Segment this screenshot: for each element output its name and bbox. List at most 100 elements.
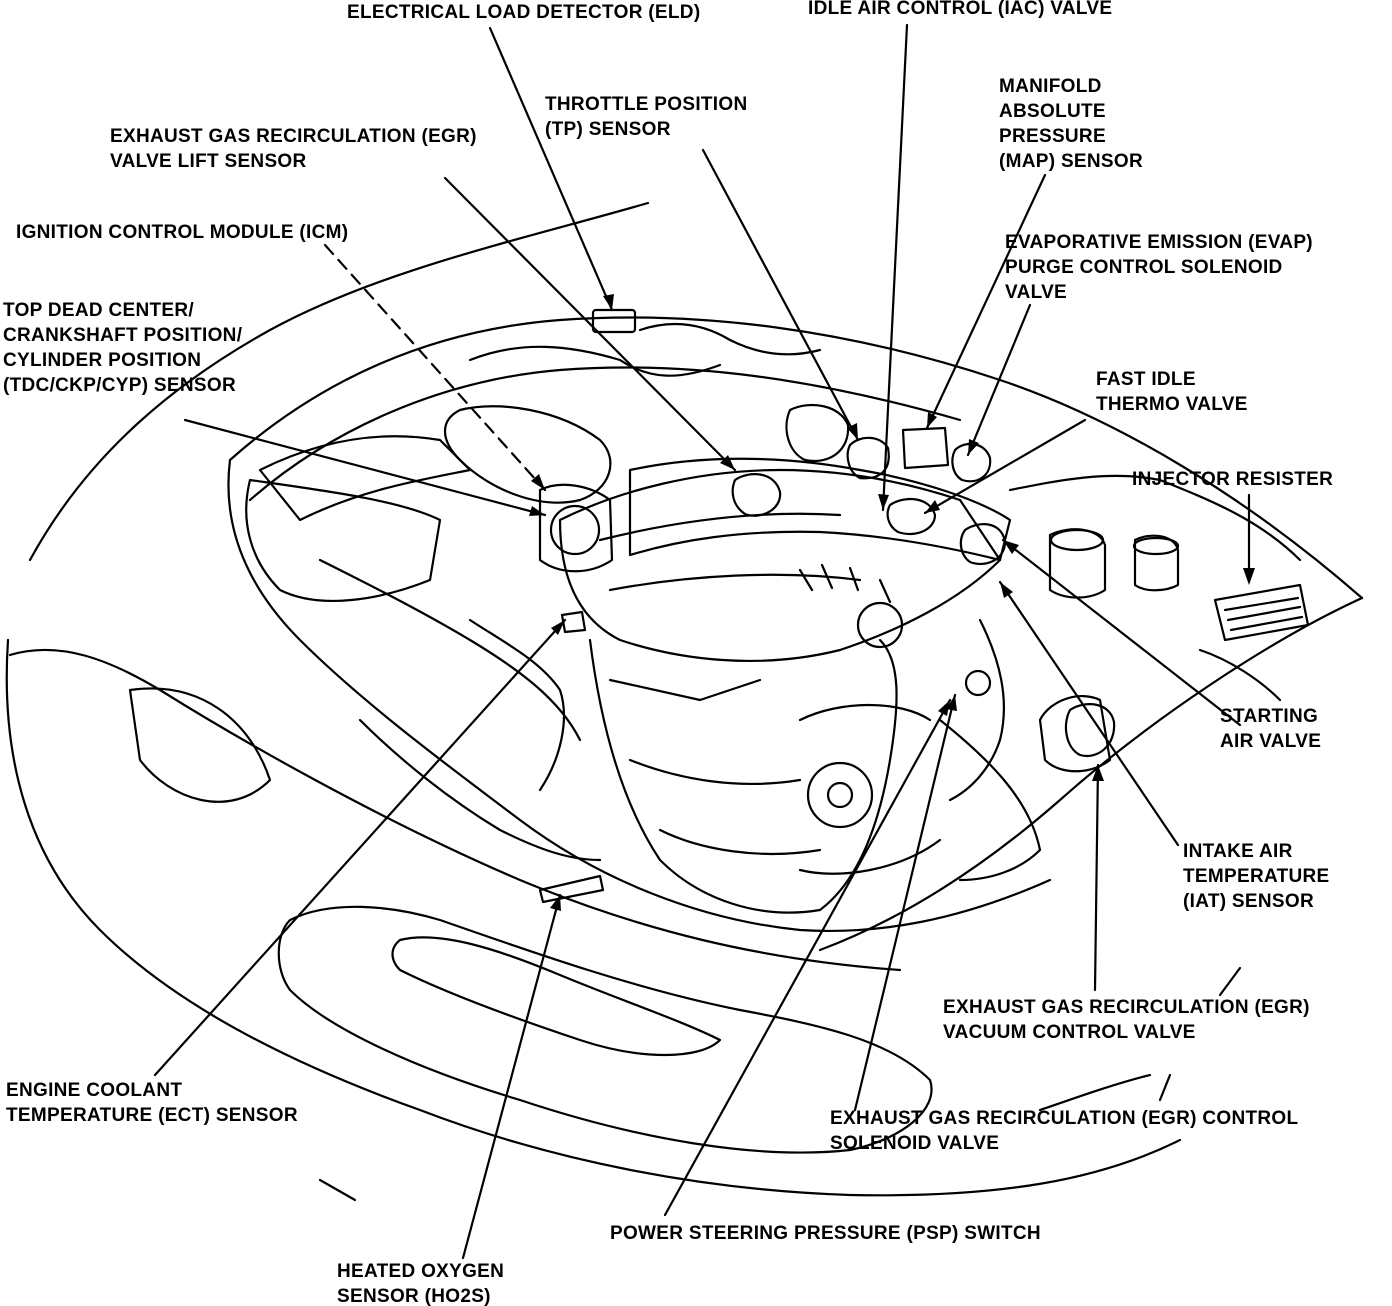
label-tdc-line-3: CYLINDER POSITION (3, 350, 202, 371)
hose-right (938, 718, 1042, 882)
label-ho2s-line-1: HEATED OXYGEN (337, 1261, 505, 1282)
label-iac-line-1: IDLE AIR CONTROL (IAC) VALVE (808, 0, 1113, 19)
label-egr-solenoid-line-2: SOLENOID VALVE (830, 1133, 1000, 1154)
label-egr-solenoid-line-1: EXHAUST GAS RECIRCULATION (EGR) CONTROL (830, 1108, 1299, 1129)
label-egr-lift-line-1: EXHAUST GAS RECIRCULATION (EGR) (110, 126, 477, 147)
eld-box (591, 308, 637, 334)
engine-bay-clutter-6 (1198, 648, 1282, 702)
label-fast-idle-line-1: FAST IDLE (1096, 369, 1196, 390)
leader-evap (966, 303, 1032, 457)
label-tdc-line-1: TOP DEAD CENTER/ (3, 300, 194, 321)
label-iat-line-1: INTAKE AIR (1183, 841, 1293, 862)
engine-bay-clutter-5 (948, 618, 1006, 802)
label-starting-air-line-2: AIR VALVE (1220, 731, 1322, 752)
arrow-ho2s (550, 895, 561, 911)
intake-hose (258, 435, 472, 522)
engine-bay-clutter-4 (358, 718, 602, 862)
ho2s-sensor (538, 874, 605, 904)
label-iat: INTAKE AIR TEMPERATURE (IAT) SENSOR (1183, 839, 1330, 914)
arrow-map (927, 412, 937, 428)
label-tp: THROTTLE POSITION (TP) SENSOR (545, 92, 748, 142)
arrow-injector (1243, 568, 1255, 585)
arrow-psp (938, 700, 950, 716)
bumper-curve (1038, 1073, 1152, 1112)
leader-egr-lift (443, 176, 737, 472)
ect-sensor (560, 610, 587, 634)
leader-tp (701, 148, 860, 442)
iat-sensor (964, 669, 992, 697)
throttle-disc (549, 504, 601, 556)
arrow-egr-lift (720, 455, 735, 470)
label-evap-line-1: EVAPORATIVE EMISSION (EVAP) (1005, 232, 1313, 253)
label-injector: INJECTOR RESISTER (1132, 467, 1333, 492)
block-detail-2 (628, 758, 802, 786)
label-iat-line-2: TEMPERATURE (1183, 866, 1330, 887)
label-starting-air: STARTING AIR VALVE (1220, 704, 1321, 754)
arrow-icm (531, 474, 545, 490)
valve-cover (558, 468, 1002, 662)
label-iat-line-3: (IAT) SENSOR (1183, 891, 1314, 912)
arrow-iac (878, 494, 889, 510)
label-tp-line-2: (TP) SENSOR (545, 119, 671, 140)
leader-ect (153, 618, 567, 1077)
label-psp: POWER STEERING PRESSURE (PSP) SWITCH (610, 1221, 1041, 1246)
engine-block (588, 638, 898, 914)
label-map-line-1: MANIFOLD (999, 76, 1102, 97)
label-egr-solenoid: EXHAUST GAS RECIRCULATION (EGR) CONTROL … (830, 1106, 1298, 1156)
arrow-eld (603, 294, 614, 310)
block-detail-1 (608, 678, 762, 702)
leader-lines (153, 23, 1251, 1260)
radiator-hose (468, 618, 566, 792)
label-tdc-line-4: (TDC/CKP/CYP) SENSOR (3, 375, 236, 396)
reservoir-2 (1133, 534, 1180, 592)
leader-tdc (183, 418, 547, 517)
brake-booster (1038, 695, 1112, 773)
label-map: MANIFOLD ABSOLUTE PRESSURE (MAP) SENSOR (999, 74, 1143, 174)
label-ect-line-2: TEMPERATURE (ECT) SENSOR (6, 1105, 298, 1126)
front-face (8, 648, 902, 972)
alternator (806, 761, 874, 829)
egr-valve (731, 473, 782, 517)
label-injector-line-1: INJECTOR RESISTER (1132, 469, 1334, 490)
leader-map (925, 173, 1047, 430)
egr-vacuum-valve (1064, 703, 1116, 758)
arrow-tp (847, 423, 858, 440)
label-iac: IDLE AIR CONTROL (IAC) VALVE (808, 0, 1112, 21)
leader-egr-solenoid (853, 693, 957, 1112)
belt-path (798, 703, 942, 875)
label-tdc-line-2: CRANKSHAFT POSITION/ (3, 325, 243, 346)
engine-bay-clutter-3 (1008, 474, 1302, 562)
engine-bay-floor (227, 458, 1052, 933)
hood-outline (28, 201, 650, 562)
throttle-body (538, 483, 614, 573)
injector-resister-fins (1223, 596, 1304, 632)
cowl-edge (248, 366, 962, 502)
label-fast-idle-line-2: THERMO VALVE (1096, 394, 1248, 415)
distributor (785, 403, 850, 463)
leader-egr-vacuum (1093, 763, 1100, 992)
label-eld: ELECTRICAL LOAD DETECTOR (ELD) (347, 0, 700, 25)
label-tp-line-1: THROTTLE POSITION (545, 94, 748, 115)
label-egr-lift: EXHAUST GAS RECIRCULATION (EGR) VALVE LI… (110, 124, 477, 174)
cowl-line (228, 316, 1364, 600)
arrow-ect (551, 620, 565, 635)
arrow-tdc (529, 506, 545, 516)
leader-iat (998, 580, 1180, 847)
label-psp-line-1: POWER STEERING PRESSURE (PSP) SWITCH (610, 1223, 1041, 1244)
label-icm: IGNITION CONTROL MODULE (ICM) (16, 220, 348, 245)
label-fast-idle: FAST IDLE THERMO VALVE (1096, 367, 1248, 417)
label-ho2s: HEATED OXYGEN SENSOR (HO2S) (337, 1259, 504, 1306)
map-sensor (901, 426, 950, 470)
label-evap-line-3: VALVE (1005, 282, 1068, 303)
leader-psp (663, 698, 952, 1217)
engine-bay-clutter-1 (468, 345, 722, 377)
headlamp-left (128, 687, 272, 803)
reservoir-cap-2 (1132, 536, 1180, 556)
leader-eld (488, 26, 614, 312)
bumper-lip (318, 1178, 357, 1202)
alternator-hub (826, 781, 854, 809)
starting-air-valve (959, 523, 1007, 566)
block-detail-3 (658, 828, 822, 855)
arrow-fast-idle (925, 500, 940, 513)
